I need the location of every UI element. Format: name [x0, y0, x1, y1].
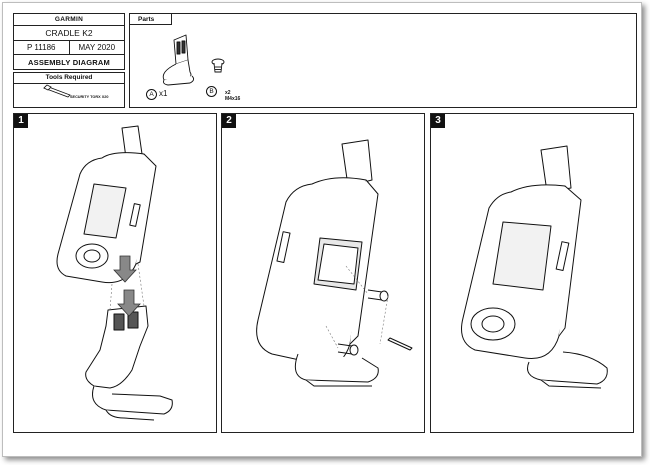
- step-2-panel: 2: [221, 113, 425, 433]
- part-a-letter: A: [146, 89, 157, 100]
- step-1-illustration: [56, 125, 173, 421]
- part-a-quantity: x1: [159, 89, 168, 98]
- product-name: CRADLE K2: [14, 26, 124, 41]
- brand-name: GARMIN: [14, 14, 124, 26]
- parts-header: Parts: [130, 14, 172, 25]
- torx-key-icon: [43, 84, 71, 98]
- part-number-row: P 11186 MAY 2020: [14, 41, 124, 55]
- assembly-sheet: GARMIN CRADLE K2 P 11186 MAY 2020 ASSEMB…: [2, 2, 642, 457]
- step-3-number: 3: [431, 114, 445, 128]
- part-b-size: M4x16: [225, 96, 241, 102]
- part-b-letter: B: [206, 86, 217, 97]
- step-3-panel: 3: [430, 113, 634, 433]
- step-2-illustration: [256, 139, 413, 387]
- step-1-panel: 1: [13, 113, 217, 433]
- part-b-quantity: x2: [225, 90, 231, 96]
- screw-part-icon: [211, 58, 225, 73]
- part-number: P 11186: [27, 43, 56, 52]
- tool-label: SECURITY TORX X20: [70, 95, 109, 99]
- part-b-spec: x2 M4x16: [225, 90, 240, 102]
- part-b-callout: B: [206, 86, 219, 97]
- document-type: ASSEMBLY DIAGRAM: [28, 58, 110, 67]
- tools-required-box: Tools Required SECURITY TORX X20: [13, 72, 125, 108]
- step-2-number: 2: [222, 114, 236, 128]
- step-3-illustration: [461, 145, 608, 389]
- title-block: GARMIN CRADLE K2 P 11186 MAY 2020 ASSEMB…: [13, 13, 125, 70]
- tools-header: Tools Required: [14, 73, 124, 84]
- cradle-part-icon: [162, 34, 195, 86]
- revision-date: MAY 2020: [78, 43, 116, 52]
- divider: [68, 41, 70, 54]
- step-1-number: 1: [14, 114, 28, 128]
